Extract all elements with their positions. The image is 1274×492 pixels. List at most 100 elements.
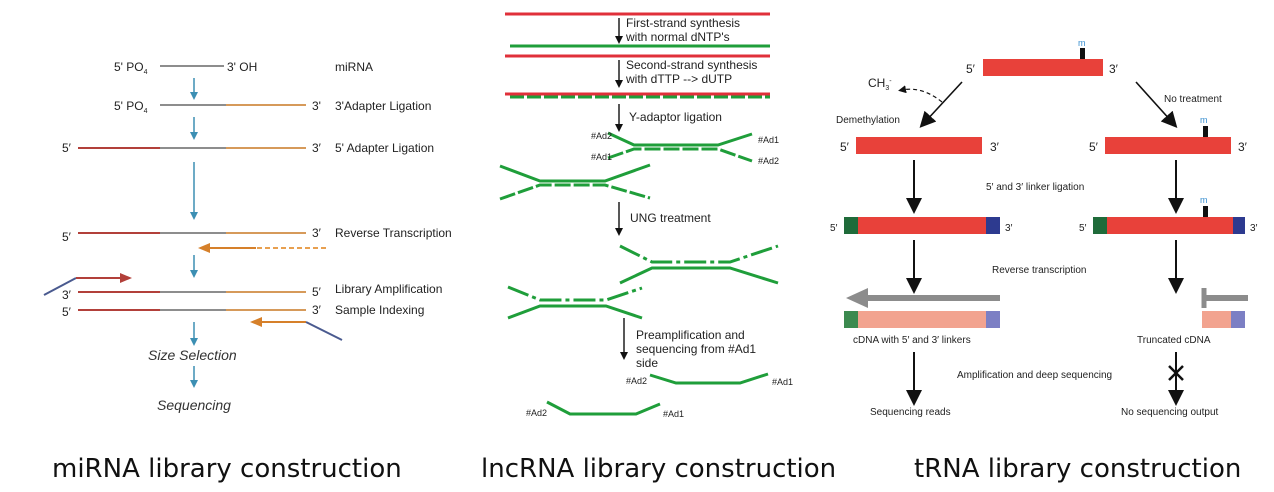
lnc-step2a: Second-strand synthesis xyxy=(626,58,757,72)
y-adaptor-bottom xyxy=(607,147,753,163)
mirna-5p-label-6: 5′ xyxy=(62,305,72,319)
trna-demeth-3p: 3′ xyxy=(990,140,1000,154)
amplified-product-2 xyxy=(546,400,661,416)
block-x-2 xyxy=(1168,365,1184,381)
ch3-release-arrow xyxy=(898,85,943,103)
mirna-5p-label-5: 5′ xyxy=(312,285,322,299)
ligated-left-3p: 3′ xyxy=(1005,223,1013,234)
ligated-right-3p: 3′ xyxy=(1250,223,1258,234)
lnc-step3: Y-adaptor ligation xyxy=(629,110,722,124)
step-sample-indexing: Sample Indexing xyxy=(335,303,424,317)
mirna-3p-label-3: 3′ xyxy=(312,141,322,155)
amplified-product-1 xyxy=(649,372,769,385)
trna-ligated-right xyxy=(1107,217,1233,234)
ad1-label-3: #Ad1 xyxy=(772,377,793,387)
ung-fragment-bottom xyxy=(619,266,779,285)
ligated-bottom xyxy=(499,183,651,201)
index-primer-arrowhead xyxy=(250,317,262,327)
lnc-step2b: with dTTP --> dUTP xyxy=(625,72,732,86)
linker-ligation-label: 5′ and 3′ linker ligation xyxy=(986,182,1084,193)
amp-seq-label: Amplification and deep sequencing xyxy=(957,370,1112,381)
methyl-label-2: m xyxy=(1200,115,1208,125)
no-output-label: No sequencing output xyxy=(1121,407,1219,418)
lnc-step1b: with normal dNTP's xyxy=(625,30,730,44)
trna-ligated-left xyxy=(858,217,986,234)
ung-fragment-top xyxy=(619,244,779,264)
trna-top xyxy=(983,59,1103,76)
caption-trna: tRNA library construction xyxy=(914,454,1241,484)
trna-panel: m 5′ 3′ CH3- Demethylation No treatment … xyxy=(830,38,1258,418)
truncated-cdna-label: Truncated cDNA xyxy=(1137,335,1211,346)
linker-3-right xyxy=(1233,217,1245,234)
ung-fragment-2-bottom xyxy=(507,304,643,320)
trna-demeth-5p: 5′ xyxy=(840,140,850,154)
step-5adapter-ligation: 5' Adapter Ligation xyxy=(335,141,434,155)
mirna-5p-label: 5′ xyxy=(62,141,72,155)
ad1-label-4: #Ad1 xyxy=(663,409,684,419)
lncrna-panel: First-strand synthesis with normal dNTP'… xyxy=(499,12,793,419)
cdna-full xyxy=(858,311,986,328)
mirna-3p-label-5: 3′ xyxy=(62,288,72,302)
lnc-step5a: Preamplification and xyxy=(636,328,745,342)
lnc-step1a: First-strand synthesis xyxy=(626,16,740,30)
trna-meth-3p: 3′ xyxy=(1238,140,1248,154)
rt-label: Reverse transcription xyxy=(992,265,1086,276)
cdna-linkers-label: cDNA with 5′ and 3′ linkers xyxy=(853,335,971,346)
cdna-truncated xyxy=(1202,311,1231,328)
ad2-label-1: #Ad2 xyxy=(591,131,612,141)
rt-arrowhead-left xyxy=(846,288,868,308)
lnc-step4: UNG treatment xyxy=(630,211,711,225)
ad2-label-4: #Ad2 xyxy=(526,408,547,418)
index-primer-tail xyxy=(305,321,343,341)
methyl-mark-top xyxy=(1080,48,1085,60)
mirna-title-label: miRNA xyxy=(335,60,373,74)
no-treatment-arrow xyxy=(1135,81,1178,128)
ligated-left-5p: 5′ xyxy=(830,223,838,234)
ligated-right-5p: 5′ xyxy=(1079,223,1087,234)
methyl-label-top: m xyxy=(1078,38,1086,48)
rt-primer-arrowhead xyxy=(198,243,210,253)
size-selection-label: Size Selection xyxy=(148,347,237,363)
mirna-5po4-label: 5' PO4 xyxy=(114,60,148,76)
sequencing-label: Sequencing xyxy=(157,397,231,413)
linker-5-left xyxy=(844,217,858,234)
cdna-truncated-linker xyxy=(1231,311,1245,328)
trna-meth-5p: 5′ xyxy=(1089,140,1099,154)
trna-methylated xyxy=(1105,137,1231,154)
linker-5-right xyxy=(1093,217,1107,234)
mirna-5po4-label-2: 5' PO4 xyxy=(114,99,148,115)
amp-primer-arrowhead xyxy=(120,273,132,283)
mirna-3oh-label: 3' OH xyxy=(227,60,257,74)
demethylation-arrow xyxy=(919,81,963,128)
mirna-3p-label-4: 3′ xyxy=(312,226,322,240)
amp-primer-tail xyxy=(43,277,77,296)
methyl-mark-3 xyxy=(1203,206,1208,217)
y-adaptor-top xyxy=(607,131,753,147)
lnc-step5b: sequencing from #Ad1 xyxy=(636,342,756,356)
ad1-label-1: #Ad1 xyxy=(591,152,612,162)
cdna-linker-3 xyxy=(986,311,1000,328)
methyl-mark-2 xyxy=(1203,126,1208,137)
ch3-label: CH3- xyxy=(868,76,892,92)
step-library-amplification: Library Amplification xyxy=(335,282,442,296)
cdna-linker-5 xyxy=(844,311,858,328)
methyl-label-3: m xyxy=(1200,195,1208,205)
linker-3-left xyxy=(986,217,1000,234)
mirna-3-label: 3' xyxy=(312,99,321,113)
no-treatment-label: No treatment xyxy=(1164,94,1222,105)
ad2-label-2: #Ad2 xyxy=(758,156,779,166)
sequencing-reads-label: Sequencing reads xyxy=(870,407,951,418)
ung-fragment-2-top xyxy=(507,285,643,302)
step-reverse-transcription: Reverse Transcription xyxy=(335,226,452,240)
trna-demethylated xyxy=(856,137,982,154)
mirna-3p-label-6: 3′ xyxy=(312,303,322,317)
lnc-step5c: side xyxy=(636,356,658,370)
trna-top-5p: 5′ xyxy=(966,62,976,76)
ad2-label-3: #Ad2 xyxy=(626,376,647,386)
mirna-5p-label-4: 5′ xyxy=(62,230,72,244)
ligated-top xyxy=(499,163,651,183)
demethylation-label: Demethylation xyxy=(836,115,900,126)
step-3adapter-ligation: 3'Adapter Ligation xyxy=(335,99,431,113)
trna-top-3p: 3′ xyxy=(1109,62,1119,76)
